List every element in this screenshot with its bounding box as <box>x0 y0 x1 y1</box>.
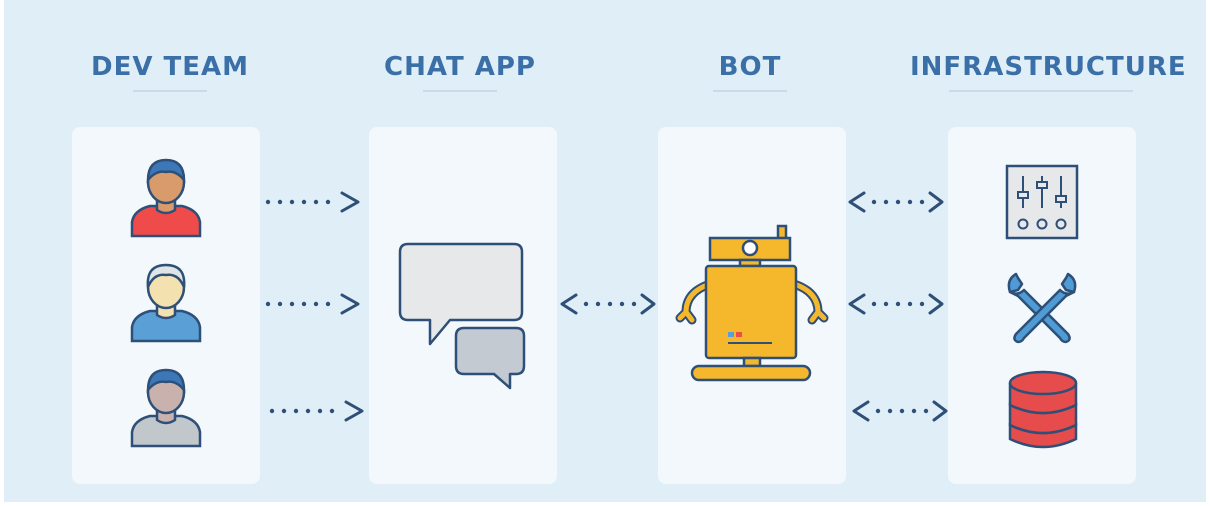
wrench-icon <box>1007 272 1077 344</box>
heading-label: DEV TEAM <box>90 52 249 82</box>
heading-label: CHAT APP <box>384 52 536 82</box>
heading-underline <box>713 90 787 92</box>
arrow-chat-bot-bidirectional <box>560 293 656 315</box>
arrow-dev-to-chat <box>265 191 360 213</box>
arrow-dev-to-chat <box>265 293 360 315</box>
chat-bubbles-icon <box>398 242 526 390</box>
developer-icon <box>130 158 202 238</box>
arrow-bot-infra-bidirectional <box>852 400 948 422</box>
heading-label: BOT <box>718 52 782 82</box>
control-panel-icon <box>1005 164 1079 240</box>
developer-icon <box>130 368 202 448</box>
heading-label: INFRASTRUCTURE <box>910 52 1187 82</box>
arrow-dev-to-chat <box>269 400 364 422</box>
heading-underline <box>133 90 207 92</box>
column-heading-chat-app: CHAT APP <box>360 52 560 92</box>
heading-underline <box>423 90 497 92</box>
developer-icon <box>130 263 202 343</box>
database-icon <box>1008 370 1078 449</box>
column-heading-infrastructure: INFRASTRUCTURE <box>910 52 1186 92</box>
column-heading-bot: BOT <box>650 52 850 92</box>
column-heading-dev-team: DEV TEAM <box>70 52 270 92</box>
arrow-bot-infra-bidirectional <box>848 293 944 315</box>
arrow-bot-infra-bidirectional <box>848 191 944 213</box>
robot-icon <box>675 224 829 382</box>
heading-underline <box>949 90 1133 92</box>
